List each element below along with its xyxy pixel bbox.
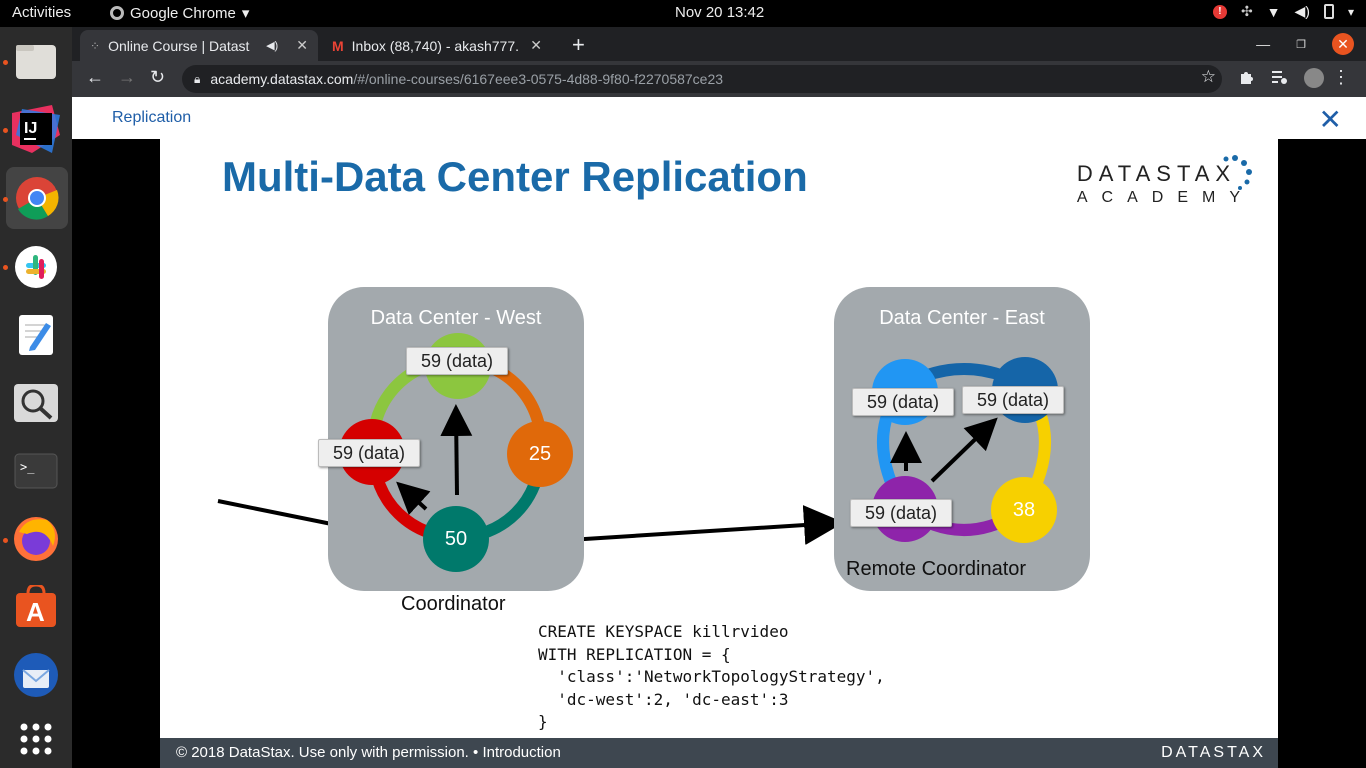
text-editor-icon[interactable] — [10, 309, 62, 361]
system-top-bar: Activities Google Chrome ▾ Nov 20 13:42 … — [0, 0, 1366, 27]
page-viewport: Replication ✕ Multi-Data Center Replicat… — [72, 97, 1366, 768]
extensions-puzzle-icon[interactable] — [1238, 68, 1256, 86]
url-host: academy.datastax.com — [210, 71, 354, 87]
logo-dots-icon — [1223, 155, 1252, 190]
datacenter-west-label: Data Center - West — [370, 307, 542, 329]
close-lesson-icon[interactable]: ✕ — [1318, 104, 1342, 135]
loading-favicon-icon: ⁘ — [90, 38, 101, 53]
logo-line2: ACADEMY — [1076, 189, 1254, 206]
code-line: 'class':'NetworkTopologyStrategy', — [538, 667, 885, 686]
slide-footer: © 2018 DataStax. Use only with permissio… — [160, 738, 1278, 768]
tab-close-icon[interactable]: ✕ — [296, 37, 308, 53]
slide: Multi-Data Center Replication DATASTAX A… — [160, 139, 1278, 739]
running-indicator — [3, 60, 8, 65]
forward-arrow-icon[interactable]: → — [118, 67, 136, 87]
data-tag: 59 (data) — [406, 347, 508, 375]
chevron-down-icon: ▾ — [241, 5, 250, 22]
image-viewer-icon[interactable] — [10, 377, 62, 429]
tab-title: Inbox (88,740) - akash777. — [351, 37, 520, 54]
code-line: 'dc-west':2, 'dc-east':3 — [538, 689, 789, 709]
wifi-icon[interactable]: ▼ — [1266, 3, 1281, 20]
software-center-icon[interactable]: A — [10, 581, 62, 633]
window-controls: — ❐ ✕ — [1256, 33, 1354, 55]
app-menu-label: Google Chrome — [130, 4, 236, 22]
node-west-right: 25 — [507, 421, 573, 487]
tab-title: Online Course | Datast — [108, 37, 250, 54]
slack-tray-icon[interactable]: ✣ — [1240, 3, 1253, 19]
slide-title: Multi-Data Center Replication — [222, 153, 808, 200]
clock[interactable]: Nov 20 13:42 — [675, 4, 765, 21]
data-tag: 59 (data) — [852, 388, 954, 416]
running-indicator — [3, 265, 8, 270]
address-bar[interactable]: 🔒︎ academy.datastax.com/#/online-courses… — [182, 65, 1222, 93]
code-line: CREATE KEYSPACE killrvideo — [538, 622, 789, 641]
datastax-academy-logo: DATASTAX ACADEMY — [1076, 155, 1254, 207]
url-path: /#/online-courses/6167eee3-0575-4d88-9f8… — [353, 71, 724, 87]
datacenter-east: Data Center - East 38 59 (data) 59 (data… — [834, 287, 1090, 591]
tab-online-course[interactable]: ⁘ Online Course | Datast ◀) ✕ — [80, 30, 318, 61]
media-controls-icon[interactable] — [1270, 68, 1288, 86]
new-tab-button[interactable]: + — [572, 32, 585, 57]
volume-icon[interactable]: ◀) — [1294, 3, 1310, 19]
profile-avatar[interactable] — [1304, 68, 1324, 88]
battery-icon[interactable] — [1323, 4, 1334, 19]
firefox-icon[interactable] — [10, 513, 62, 565]
course-header: Replication ✕ — [72, 97, 1366, 139]
logo-line1: DATASTAX — [1076, 161, 1237, 186]
browser-toolbar: ← → ↻ 🔒︎ academy.datastax.com/#/online-c… — [72, 61, 1366, 97]
maximize-icon[interactable]: ❐ — [1296, 38, 1306, 51]
footer-copyright: © 2018 DataStax. Use only with permissio… — [176, 744, 561, 761]
back-arrow-icon[interactable]: ← — [86, 67, 104, 87]
datacenter-east-label: Data Center - East — [879, 307, 1045, 329]
datacenter-west: Data Center - West 25 50 59 (data) 59 (d… — [318, 287, 584, 591]
chrome-icon[interactable] — [6, 167, 68, 229]
power-menu-icon[interactable]: ▾ — [1347, 4, 1354, 19]
running-indicator — [3, 128, 8, 133]
gmail-icon: M — [332, 37, 344, 54]
tab-inbox[interactable]: M Inbox (88,740) - akash777. ✕ — [322, 30, 552, 61]
data-tag: 59 (data) — [318, 439, 420, 467]
ring-east — [877, 363, 1051, 536]
data-tag: 59 (data) — [962, 386, 1064, 414]
node-east-bottom-right: 38 — [991, 477, 1057, 543]
tab-close-icon[interactable]: ✕ — [530, 37, 542, 53]
running-indicator — [3, 538, 8, 543]
chrome-small-icon — [110, 6, 124, 20]
node-west-coordinator: 50 — [423, 506, 489, 572]
window-close-icon[interactable]: ✕ — [1332, 33, 1354, 55]
app-grid-icon[interactable] — [10, 713, 62, 765]
terminal-icon[interactable]: >_ — [10, 445, 62, 497]
breadcrumb-replication[interactable]: Replication — [112, 109, 192, 126]
lock-icon[interactable]: 🔒︎ — [194, 71, 201, 86]
activities-button[interactable]: Activities — [12, 4, 72, 21]
dock: IJ >_ A — [0, 27, 72, 768]
bookmark-star-icon[interactable]: ☆ — [1200, 67, 1216, 86]
coordinator-caption: Coordinator — [401, 593, 506, 615]
update-alert-icon[interactable]: ! — [1212, 4, 1227, 19]
files-icon[interactable] — [10, 35, 62, 87]
code-line: WITH REPLICATION = { — [538, 644, 731, 664]
audio-playing-icon[interactable]: ◀) — [266, 40, 279, 52]
slack-icon[interactable] — [10, 241, 62, 293]
running-indicator — [3, 197, 8, 202]
svg-text:A: A — [26, 597, 45, 627]
app-menu[interactable]: Google Chrome ▾ — [110, 4, 249, 22]
reload-icon[interactable]: ↻ — [150, 67, 166, 87]
svg-text:IJ: IJ — [24, 120, 37, 137]
code-line: } — [538, 712, 548, 731]
chrome-menu-icon[interactable]: ⋮ — [1332, 67, 1350, 87]
system-tray[interactable]: ! ✣ ▼ ◀) ▾ — [1212, 3, 1354, 20]
tab-strip: ⁘ Online Course | Datast ◀) ✕ M Inbox (8… — [72, 27, 1366, 61]
footer-logo: DATASTAX — [1161, 744, 1266, 761]
data-tag: 59 (data) — [850, 499, 952, 527]
minimize-icon[interactable]: — — [1256, 36, 1271, 52]
svg-text:>_: >_ — [20, 460, 35, 474]
remote-coordinator-caption: Remote Coordinator — [846, 558, 1027, 580]
thunderbird-icon[interactable] — [10, 649, 62, 701]
intellij-icon[interactable]: IJ — [10, 103, 62, 155]
